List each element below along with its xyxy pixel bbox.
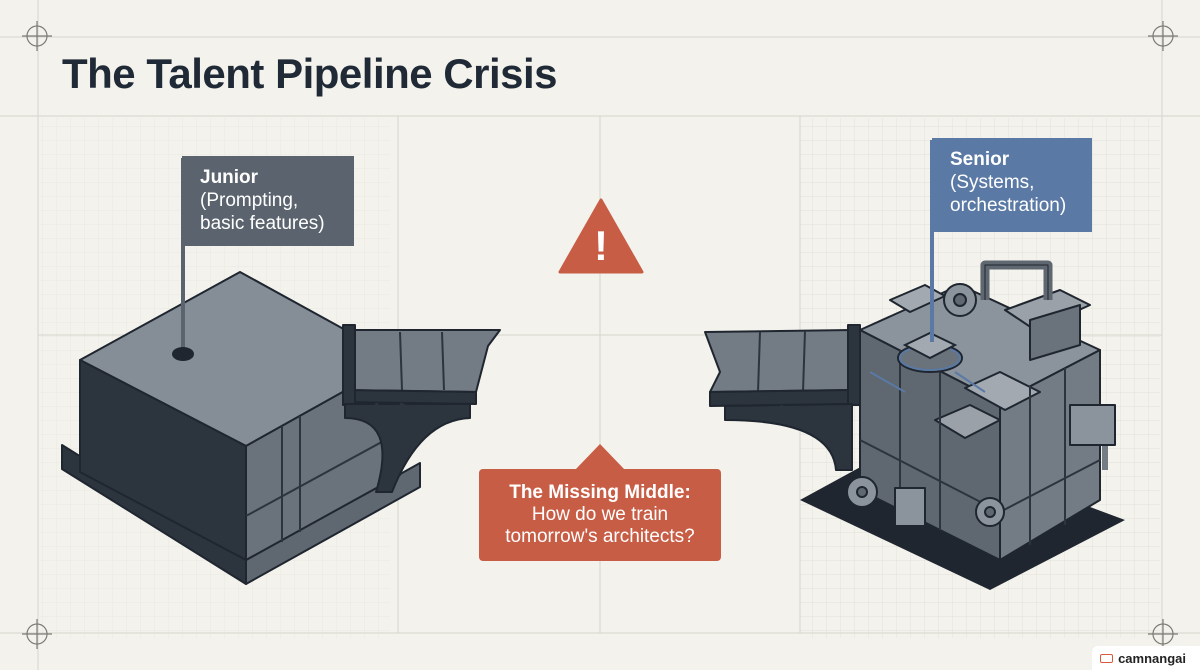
callout-heading: The Missing Middle: <box>509 482 691 503</box>
senior-heading: Senior <box>950 149 1010 170</box>
brand-badge: camnangai <box>1092 646 1200 670</box>
warning-triangle-icon: ! <box>558 198 644 274</box>
junior-heading: Junior <box>200 167 259 188</box>
page-title: The Talent Pipeline Crisis <box>62 50 558 97</box>
warning-symbol: ! <box>594 222 608 269</box>
callout-pointer <box>575 444 625 470</box>
junior-flag: Junior (Prompting, basic features) <box>182 156 354 246</box>
brand-name: camnangai <box>1118 650 1186 666</box>
missing-middle-callout: The Missing Middle: How do we train tomo… <box>479 469 721 561</box>
camnangai-logo-icon <box>1100 653 1114 663</box>
junior-detail: (Prompting, basic features) <box>200 190 325 234</box>
senior-flag: Senior (Systems, orchestration) <box>932 138 1092 232</box>
callout-detail: How do we train tomorrow's architects? <box>505 504 695 547</box>
senior-detail: (Systems, orchestration) <box>950 172 1067 216</box>
gear-icon <box>846 283 1005 527</box>
corner-marks <box>22 21 1178 649</box>
